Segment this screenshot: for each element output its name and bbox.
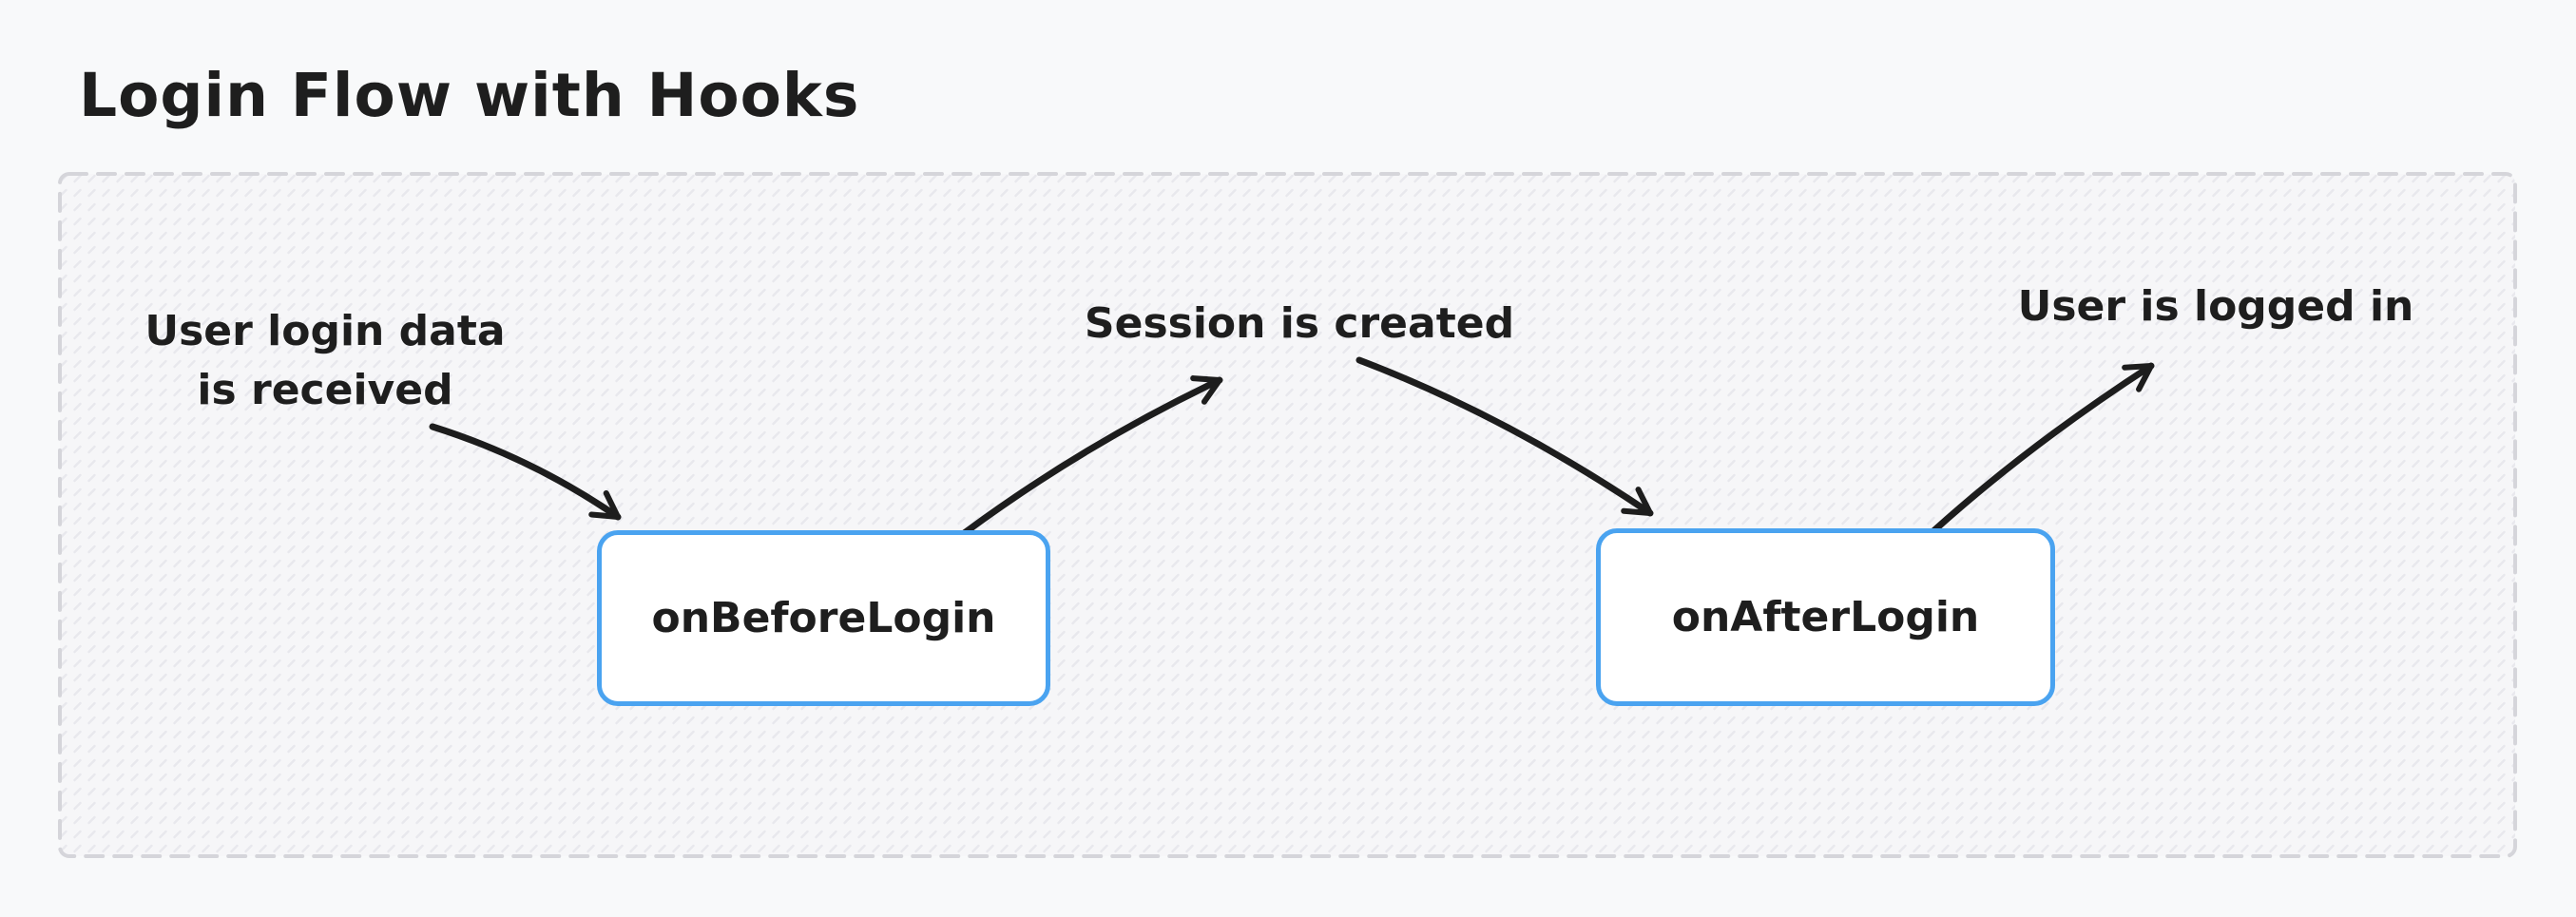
annotation-line: User login data (144, 307, 506, 355)
flow-container (58, 172, 2517, 858)
node-label: onBeforeLogin (651, 594, 996, 642)
arrow-onafterlogin-to-loggedin (1931, 362, 2155, 534)
node-label: onAfterLogin (1671, 593, 1980, 641)
node-onbeforelogin: onBeforeLogin (597, 530, 1050, 706)
annotation-user-logged-in: User is logged in (2017, 282, 2414, 331)
arrow-received-to-onbeforelogin (429, 423, 622, 521)
annotation-user-login-data: User login data is received (111, 302, 539, 421)
diagram-title: Login Flow with Hooks (79, 61, 860, 130)
annotation-line: is received (197, 366, 453, 415)
arrow-onbeforelogin-to-session (959, 375, 1223, 538)
annotation-session-created: Session is created (1084, 299, 1515, 348)
arrow-session-to-onafterlogin (1355, 356, 1654, 517)
node-onafterlogin: onAfterLogin (1596, 528, 2055, 706)
